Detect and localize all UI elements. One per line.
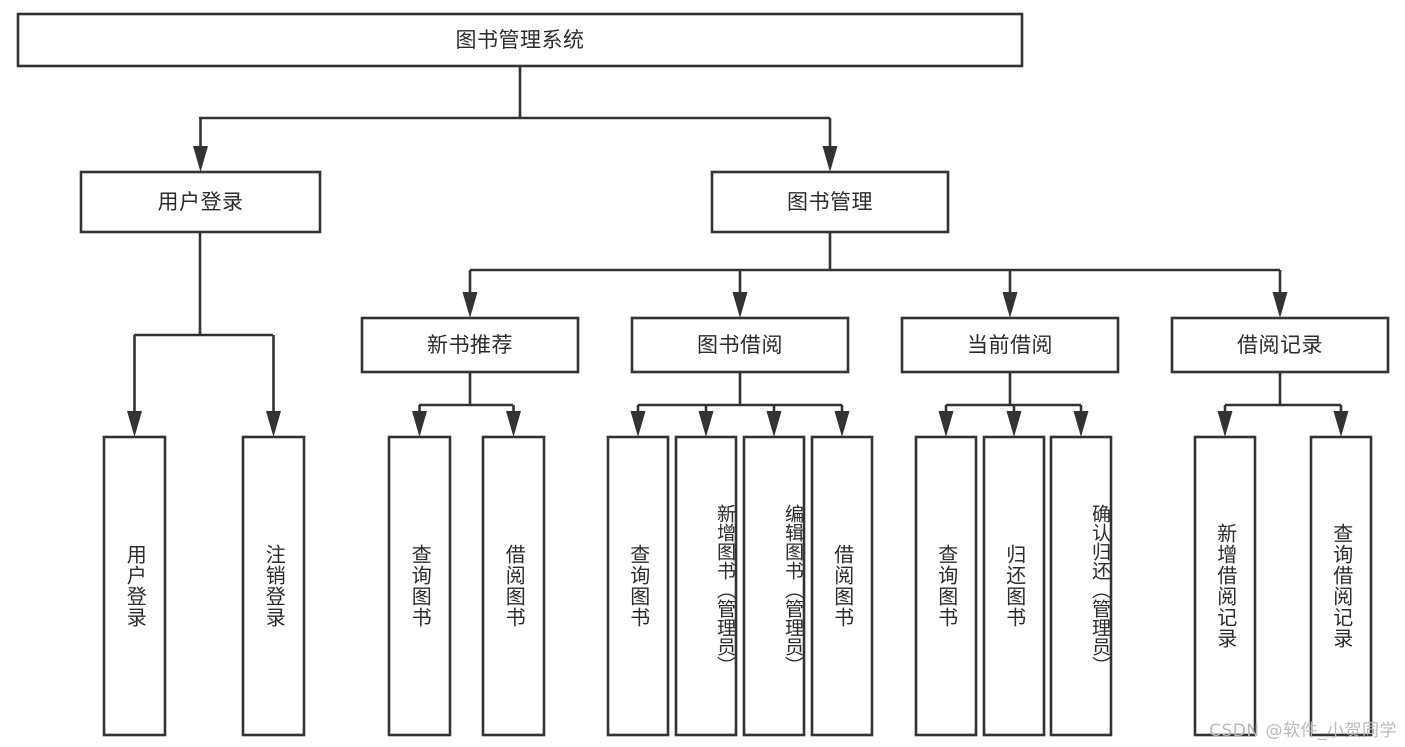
node-box-book-borrow[interactable] xyxy=(630,316,850,374)
node-label-new-book-recommend: 新书推荐 xyxy=(427,333,513,357)
node-box-leaf-add-book[interactable] xyxy=(674,435,738,737)
arrow-to-leaf-add-record-head xyxy=(1217,411,1233,437)
arrow-to-book-manage-head xyxy=(822,146,838,172)
node-box-leaf-query-book-borrow[interactable] xyxy=(606,435,670,737)
node-box-book-manage[interactable] xyxy=(710,170,950,234)
node-box-leaf-add-record[interactable] xyxy=(1193,435,1257,737)
arrow-to-book-borrow-head xyxy=(732,292,748,318)
node-box-borrow-record[interactable] xyxy=(1170,316,1390,374)
arrow-to-borrow-record-head xyxy=(1272,292,1288,318)
node-label-root: 图书管理系统 xyxy=(456,28,585,52)
node-label-book-borrow: 图书借阅 xyxy=(697,333,783,357)
node-box-leaf-edit-book[interactable] xyxy=(742,435,806,737)
arrow-to-user-login-head xyxy=(193,146,208,172)
arrow-to-leaf-return-book-head xyxy=(1006,411,1022,437)
node-box-leaf-confirm-return[interactable] xyxy=(1049,435,1113,737)
connectors-layer xyxy=(127,66,1349,437)
node-label-borrow-record: 借阅记录 xyxy=(1237,333,1323,357)
node-box-user-login[interactable] xyxy=(79,170,322,234)
boxes-layer xyxy=(16,12,1390,737)
arrow-to-new-book-recommend-head xyxy=(462,292,478,318)
node-label-book-manage: 图书管理 xyxy=(787,190,873,214)
node-box-leaf-borrow-book-rec[interactable] xyxy=(481,435,546,737)
node-box-new-book-recommend[interactable] xyxy=(360,316,580,374)
arrow-to-leaf-edit-book-head xyxy=(766,411,782,437)
node-box-root[interactable] xyxy=(16,12,1024,68)
node-box-leaf-user-login[interactable] xyxy=(102,435,167,737)
node-box-current-borrow[interactable] xyxy=(900,316,1120,374)
node-box-leaf-borrow-book[interactable] xyxy=(810,435,874,737)
node-box-leaf-return-book[interactable] xyxy=(982,435,1046,737)
arrow-to-leaf-query-book-current-head xyxy=(938,411,954,437)
arrow-to-leaf-logout-head xyxy=(266,411,281,437)
arrow-to-leaf-query-book-borrow-head xyxy=(630,411,646,437)
watermark-text: CSDN @软件_小贺同学 xyxy=(1209,721,1397,741)
node-box-leaf-query-book-rec[interactable] xyxy=(387,435,452,737)
node-label-user-login: 用户登录 xyxy=(158,190,244,214)
node-label-current-borrow: 当前借阅 xyxy=(967,333,1053,357)
arrow-to-leaf-add-book-head xyxy=(698,411,714,437)
node-box-leaf-query-book-current[interactable] xyxy=(914,435,978,737)
arrow-to-current-borrow-head xyxy=(1002,292,1018,318)
arrow-to-leaf-user-login-head xyxy=(127,411,142,437)
arrow-to-leaf-borrow-book-rec-head xyxy=(506,411,521,437)
arrow-to-leaf-borrow-book-head xyxy=(834,411,850,437)
arrow-to-leaf-query-book-rec-head xyxy=(412,411,427,437)
node-box-leaf-logout[interactable] xyxy=(241,435,306,737)
arrow-to-leaf-query-record-head xyxy=(1333,411,1349,437)
node-box-leaf-query-record[interactable] xyxy=(1309,435,1373,737)
arrow-to-leaf-confirm-return-head xyxy=(1073,411,1089,437)
